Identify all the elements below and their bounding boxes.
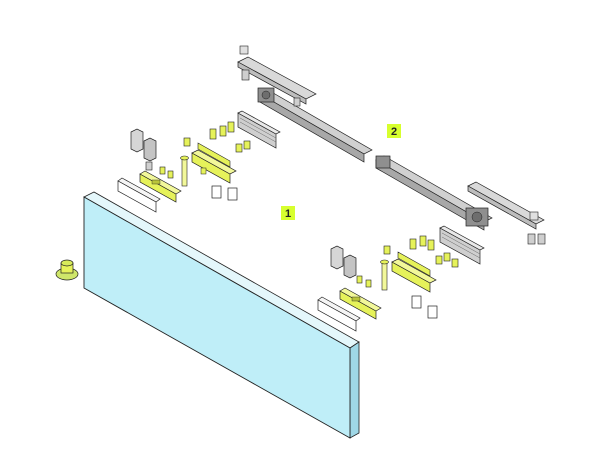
upper-track-assembly-right (375, 155, 546, 245)
callout-2-box (387, 124, 401, 138)
floor-guide (55, 259, 79, 281)
right-fitting-set (317, 225, 485, 332)
callout-2-label: 2 (391, 126, 397, 138)
upper-track-assembly-left (237, 45, 373, 163)
callout-1-box (281, 206, 295, 220)
callout-2: 2 (387, 124, 401, 138)
callout-1-label: 1 (285, 208, 291, 220)
glass-door-panel (83, 191, 360, 439)
callout-1: 1 (281, 206, 295, 220)
left-fitting-set (117, 110, 281, 213)
